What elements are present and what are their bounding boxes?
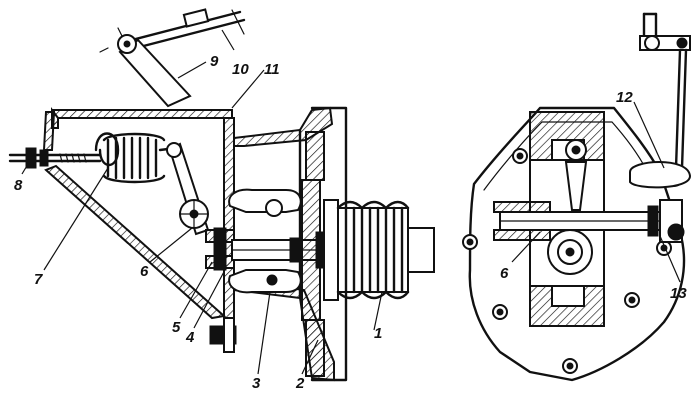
clutch-disc	[301, 131, 339, 377]
cover-bolts	[462, 148, 672, 374]
callout-11: 11	[264, 61, 280, 78]
callout-7: 7	[34, 271, 43, 288]
callout-1: 1	[374, 325, 382, 342]
control-rod-assembly	[99, 8, 246, 108]
callout-2: 2	[295, 375, 305, 392]
callout-labels: 1 2 3 4 5 6 7 8 9 10 11 6 12 13	[14, 53, 687, 392]
leader-lines-left	[21, 29, 383, 375]
release-fork-lever	[166, 142, 210, 236]
cross-shaft	[493, 199, 685, 243]
callout-3: 3	[252, 375, 261, 392]
bearing-box	[529, 111, 605, 327]
callout-6: 6	[140, 263, 149, 280]
cover-outline	[468, 106, 686, 382]
callout-6-right: 6	[500, 265, 509, 282]
callout-9: 9	[210, 53, 219, 70]
link-arm	[629, 12, 692, 189]
leader-lines-right	[511, 101, 681, 283]
release-bearing	[205, 188, 302, 294]
adjusting-screw	[8, 147, 102, 169]
callout-12: 12	[616, 89, 633, 106]
callout-5: 5	[172, 319, 181, 336]
left-section-view	[8, 8, 435, 382]
callout-4: 4	[185, 329, 195, 346]
splined-hub	[336, 200, 435, 300]
callout-10: 10	[232, 61, 249, 78]
right-end-view	[462, 12, 692, 382]
callout-8: 8	[14, 177, 23, 194]
return-spring	[94, 132, 178, 184]
mounting-bolt	[209, 317, 237, 353]
callout-13: 13	[670, 285, 687, 302]
